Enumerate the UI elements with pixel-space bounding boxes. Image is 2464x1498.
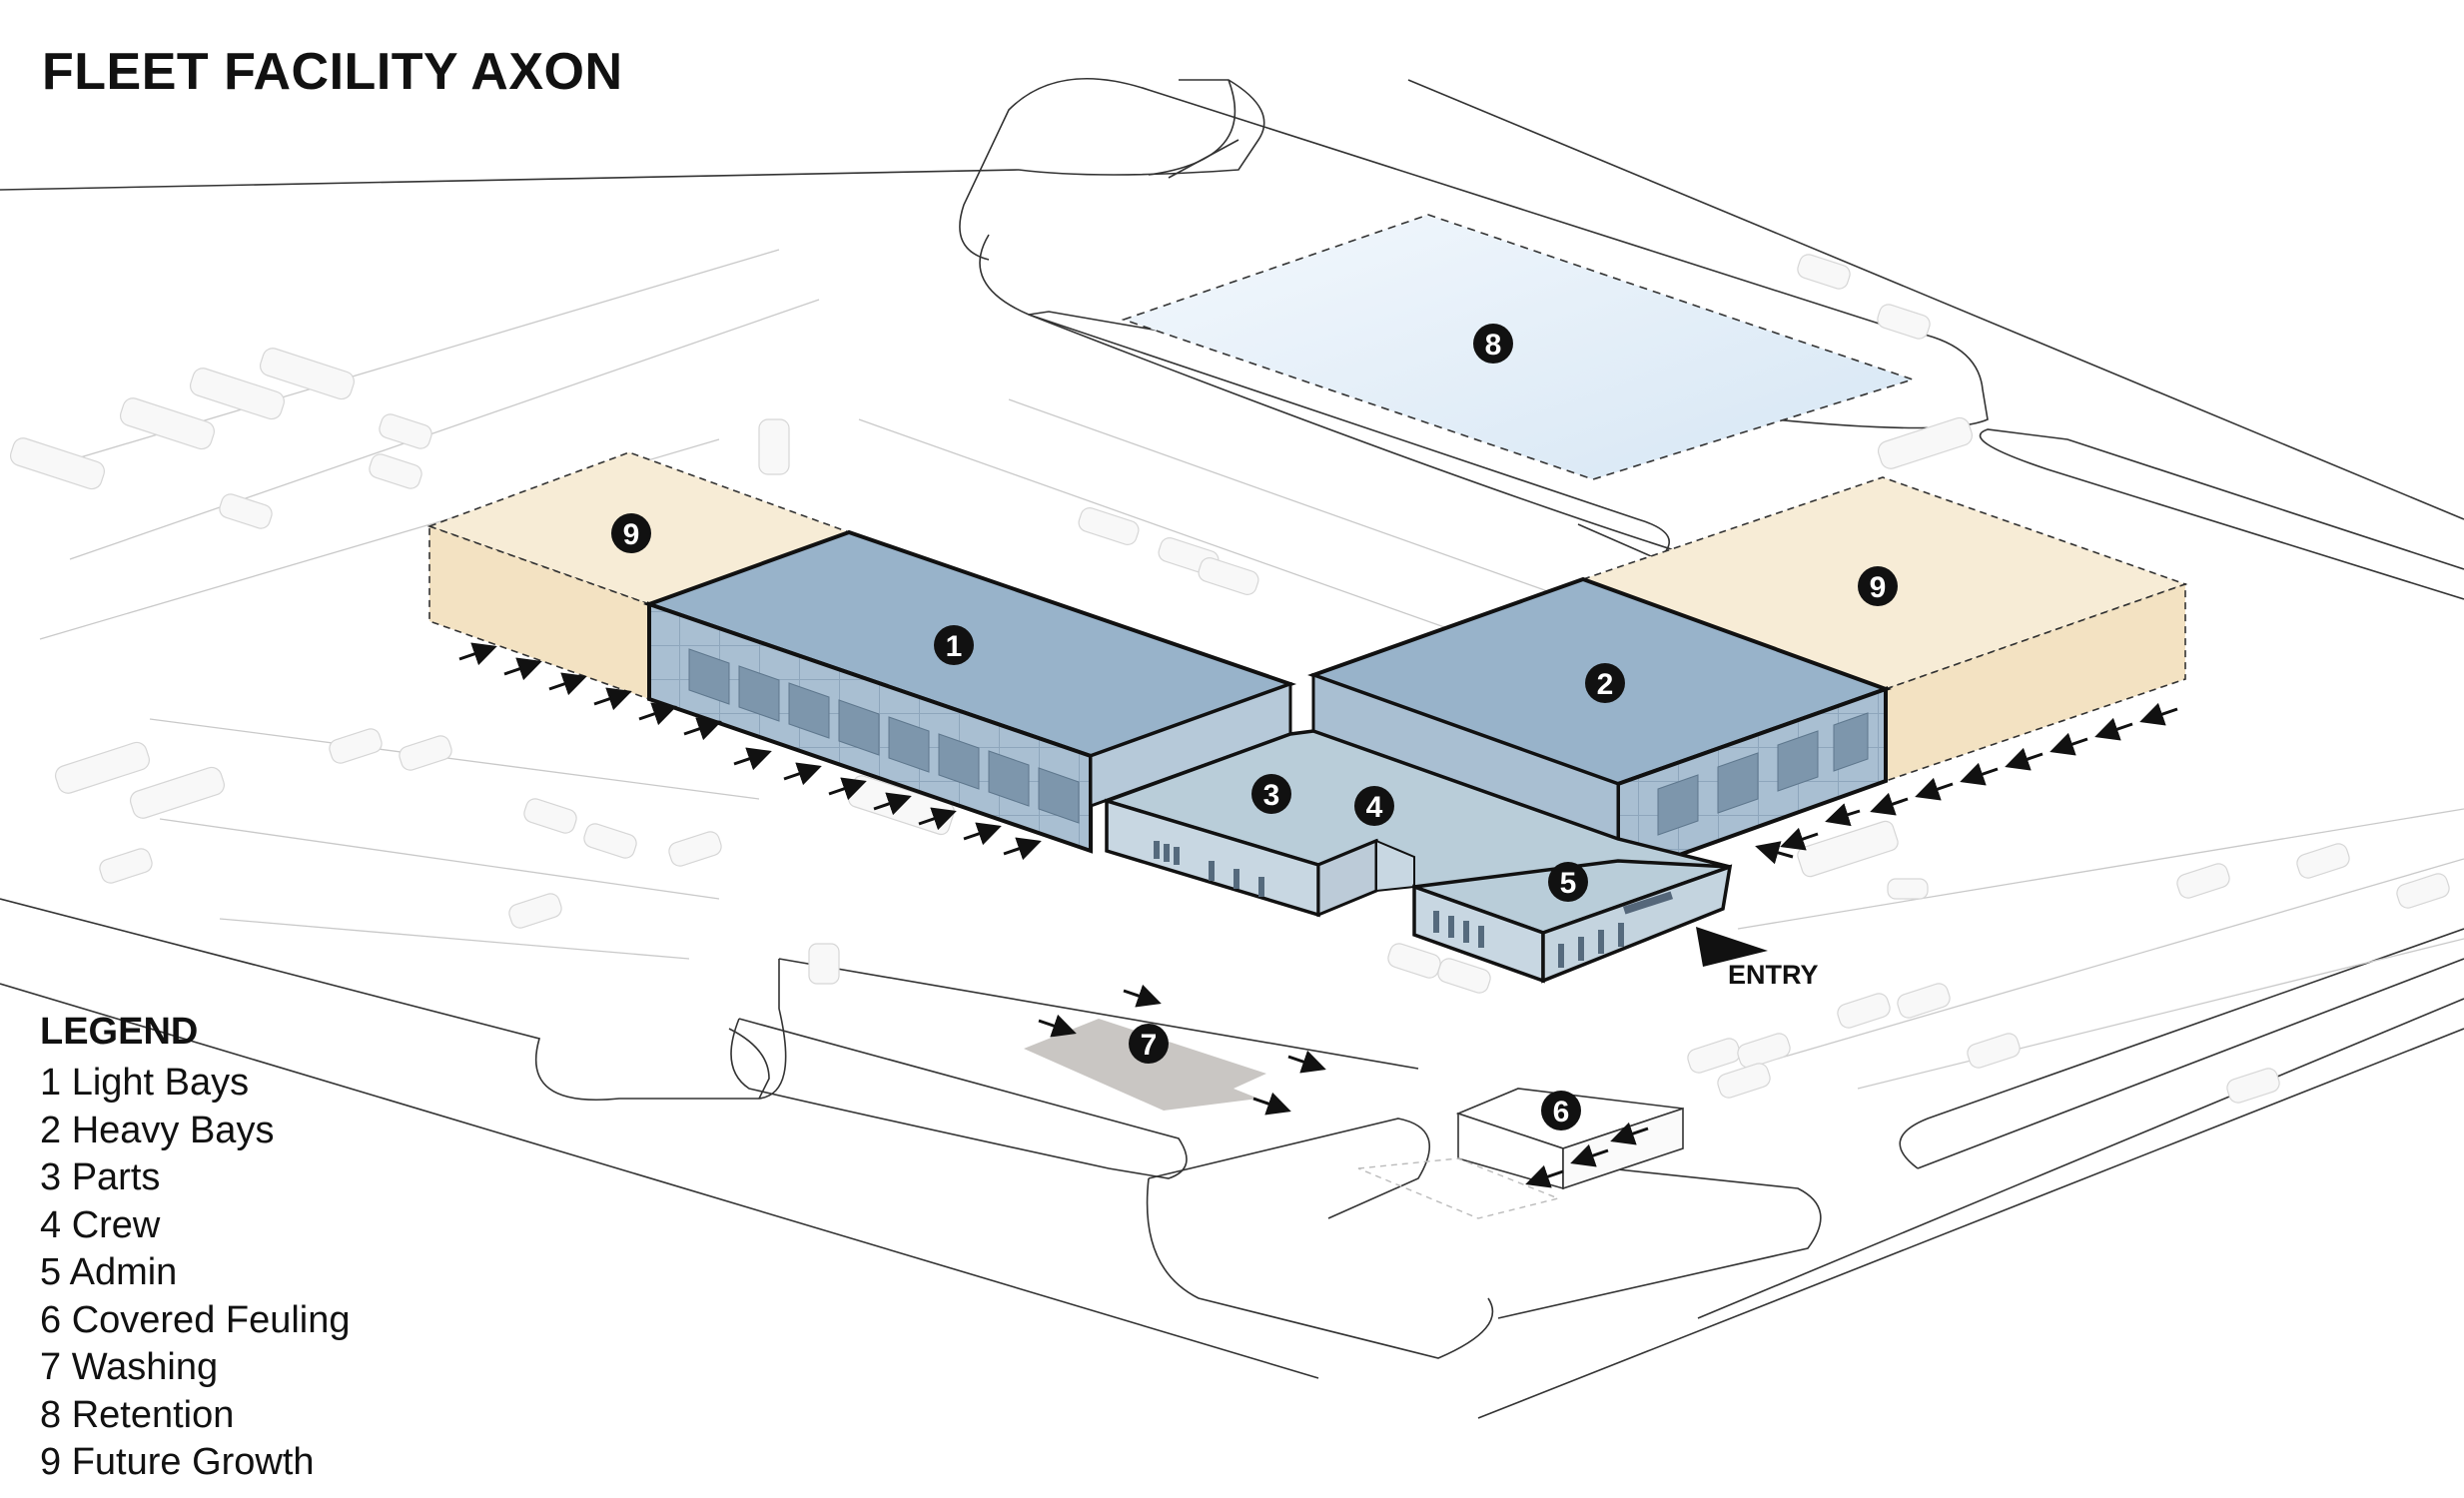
marker-washing: 7 — [1129, 1024, 1169, 1064]
entry-label: ENTRY — [1728, 960, 1819, 990]
entry-arrow — [1696, 927, 1768, 967]
wing-windows — [1154, 841, 1264, 897]
legend-item: 2 Heavy Bays — [40, 1109, 275, 1151]
legend-item: 7 Washing — [40, 1346, 219, 1388]
marker-label: 8 — [1485, 329, 1502, 362]
marker-label: 7 — [1141, 1029, 1158, 1062]
retention-pond — [1121, 214, 1916, 480]
legend: LEGEND 1 Light Bays 2 Heavy Bays 3 Parts… — [40, 1011, 351, 1487]
marker-label: 3 — [1263, 779, 1280, 812]
marker-label: 9 — [1870, 571, 1887, 604]
marker-covered-fueling: 6 — [1541, 1091, 1581, 1130]
marker-label: 4 — [1366, 791, 1383, 824]
page-title: FLEET FACILITY AXON — [42, 43, 623, 101]
legend-item: 9 Future Growth — [40, 1441, 315, 1483]
marker-parts: 3 — [1251, 774, 1291, 814]
site-roads — [0, 77, 2464, 1419]
marker-retention: 8 — [1473, 324, 1513, 364]
marker-admin: 5 — [1548, 862, 1588, 902]
marker-future-growth-east: 9 — [1858, 566, 1898, 606]
legend-item: 3 Parts — [40, 1156, 161, 1198]
parts-crew-wing — [1101, 729, 1731, 918]
light-bay-doors — [688, 648, 1080, 824]
legend-list: 1 Light Bays 2 Heavy Bays 3 Parts 4 Crew… — [40, 1060, 351, 1487]
legend-item: 4 Crew — [40, 1203, 161, 1246]
legend-item: 5 Admin — [40, 1251, 178, 1293]
legend-heading: LEGEND — [40, 1011, 199, 1053]
admin-building — [1412, 859, 1733, 984]
washing-pad — [1024, 1019, 1266, 1111]
marker-label: 2 — [1597, 668, 1614, 701]
marker-label: 1 — [946, 630, 963, 663]
marker-label: 9 — [623, 518, 640, 551]
heavy-bay-doors — [1657, 712, 1869, 836]
marker-light-bays: 1 — [934, 625, 974, 665]
covered-fueling-canopy — [1357, 1088, 1684, 1219]
marker-heavy-bays: 2 — [1585, 663, 1625, 703]
marker-label: 6 — [1553, 1096, 1570, 1128]
legend-item: 8 Retention — [40, 1393, 235, 1436]
marker-crew: 4 — [1354, 786, 1394, 826]
legend-item: 6 Covered Feuling — [40, 1298, 351, 1341]
marker-label: 5 — [1560, 867, 1577, 900]
legend-item: 1 Light Bays — [40, 1062, 250, 1104]
marker-future-growth-west: 9 — [611, 513, 651, 553]
admin-windows — [1433, 911, 1624, 968]
circulation-arrows — [458, 642, 2178, 1188]
